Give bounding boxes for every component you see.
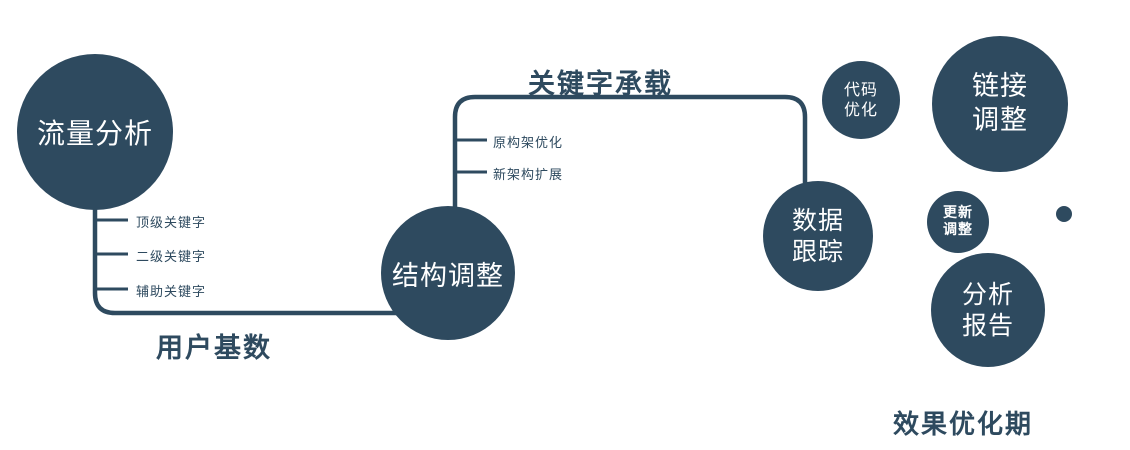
node-data-tracking-label: 数据跟踪 [791, 205, 844, 266]
edge-structure-to-tracking [452, 94, 808, 214]
small-dot-marker [1056, 206, 1072, 222]
node-structure-adjustment-label: 结构调整 [392, 260, 504, 292]
edge-label-user-base: 用户基数 [156, 333, 272, 364]
edge-traffic-to-structure [92, 196, 400, 316]
tick-label-top-keywords: 顶级关键字 [136, 216, 207, 231]
node-code-optimization-label: 代码优化 [843, 80, 878, 119]
tick-label-new-architecture: 新架构扩展 [493, 168, 564, 183]
node-update-adjustment: 更新调整 [927, 191, 989, 253]
node-link-adjustment: 链接调整 [932, 36, 1068, 172]
node-data-tracking: 数据跟踪 [763, 181, 873, 291]
tick-label-original-architecture: 原构架优化 [493, 136, 564, 151]
tick-label-auxiliary-keywords: 辅助关键字 [136, 285, 207, 300]
node-update-adjustment-label: 更新调整 [943, 204, 973, 239]
caption-effect-optimization-period: 效果优化期 [893, 410, 1034, 440]
node-structure-adjustment: 结构调整 [381, 206, 515, 340]
tick-label-second-keywords: 二级关键字 [136, 250, 207, 265]
node-link-adjustment-label: 链接调整 [971, 71, 1028, 136]
node-traffic-analysis: 流量分析 [17, 54, 173, 210]
node-traffic-analysis-label: 流量分析 [36, 117, 153, 150]
edge-label-keyword-bearing: 关键字承载 [528, 69, 673, 100]
node-analysis-report-label: 分析报告 [961, 279, 1014, 340]
node-analysis-report: 分析报告 [931, 253, 1045, 367]
node-code-optimization: 代码优化 [822, 61, 900, 139]
